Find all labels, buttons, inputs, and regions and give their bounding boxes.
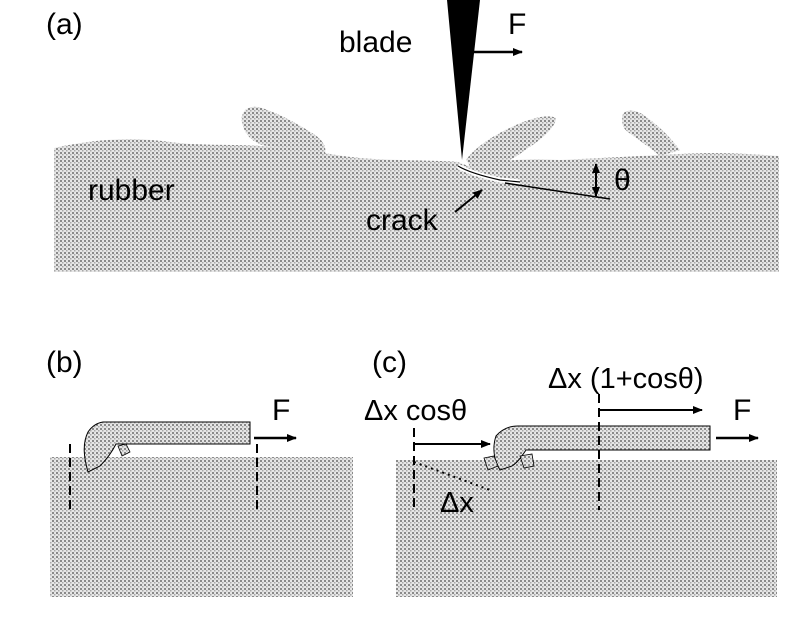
- panel-b-tag: (b): [46, 346, 83, 379]
- force-label-b: F: [272, 394, 290, 427]
- rubber-flap-middle: [466, 116, 560, 166]
- panel-c: (c) Δx (1+cosθ) Δx cosθ F Δx: [364, 346, 777, 597]
- blade-label: blade: [339, 26, 412, 59]
- force-label-c: F: [733, 394, 751, 427]
- crack-label: crack: [366, 204, 439, 237]
- rubber-block-b: [50, 457, 353, 597]
- panel-b: (b) F: [46, 346, 353, 597]
- dx-cos-label: Δx cosθ: [364, 395, 467, 427]
- peeled-strip-b: [83, 421, 251, 473]
- rubber-label: rubber: [88, 174, 175, 207]
- rubber-block-c: [396, 460, 777, 597]
- panel-a: (a) blade F rubber crack θ: [46, 0, 779, 272]
- rubber-flap-right: [622, 110, 680, 156]
- dx-one-plus-cos-label: Δx (1+cosθ): [548, 363, 704, 395]
- angle-label: θ: [614, 164, 631, 197]
- rubber-flap-left: [241, 106, 326, 158]
- panel-a-tag: (a): [46, 8, 83, 41]
- dx-dotted-line: [413, 461, 491, 491]
- panel-c-tag: (c): [372, 346, 407, 379]
- force-label-a: F: [508, 8, 526, 41]
- dx-label: Δx: [440, 487, 474, 519]
- blade-shape: [447, 0, 480, 160]
- crack-pointer-arrow: [454, 189, 483, 213]
